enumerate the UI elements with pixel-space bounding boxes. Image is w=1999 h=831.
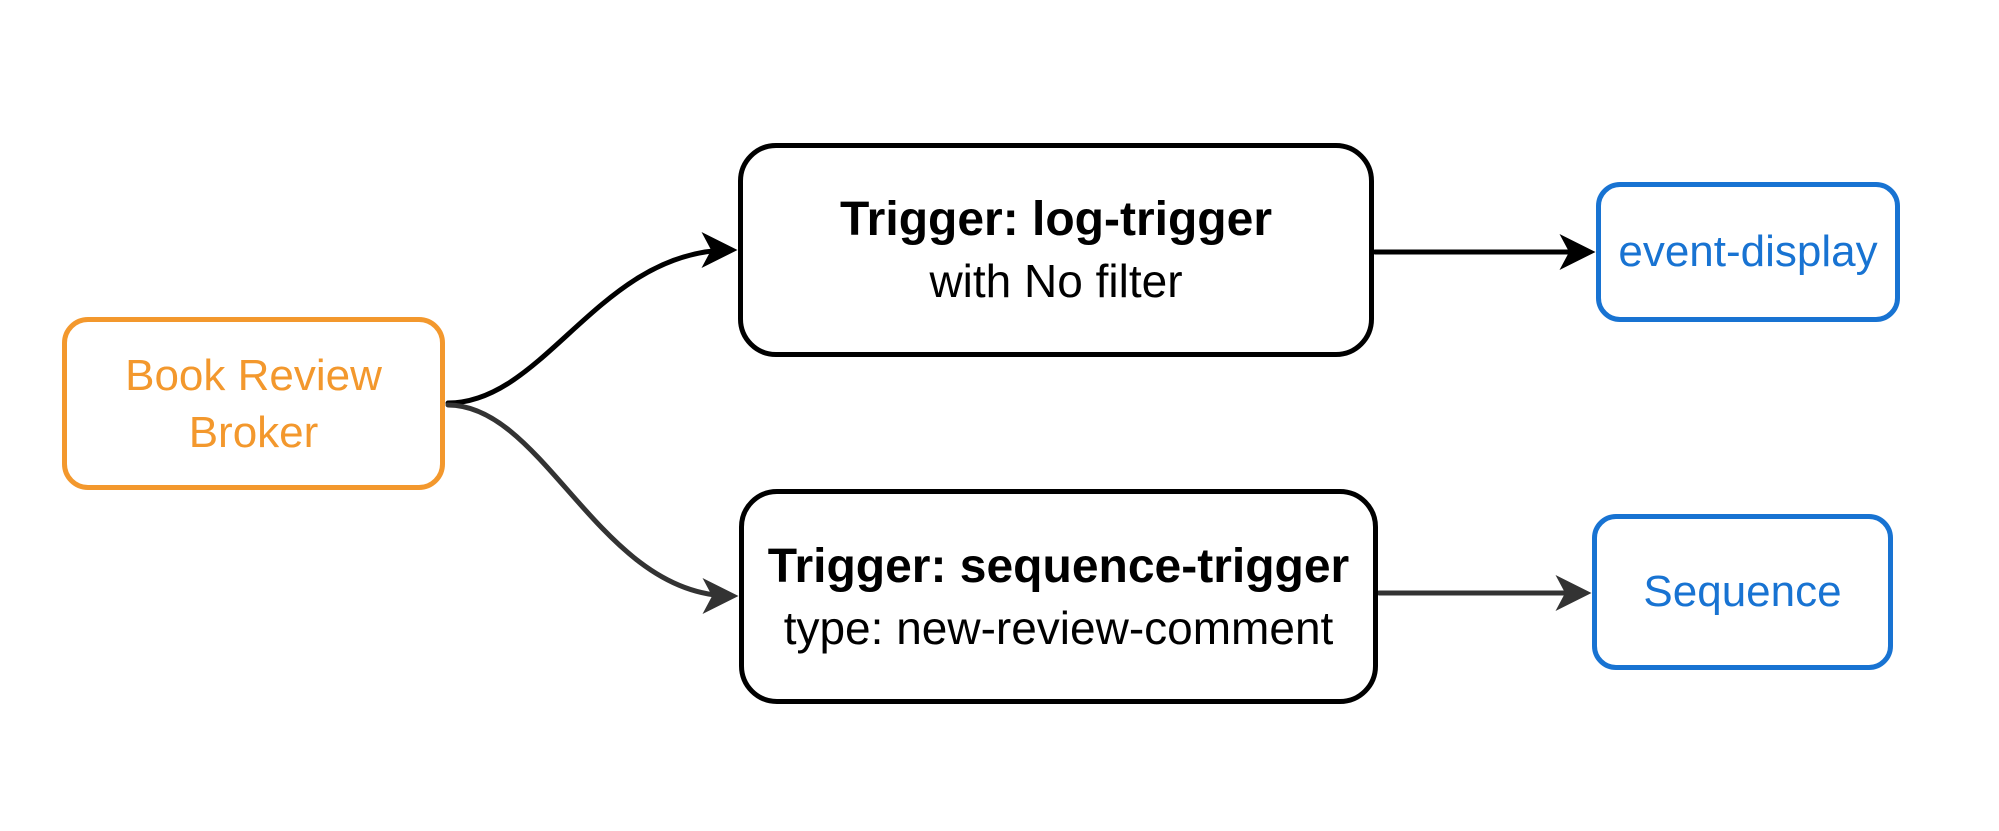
node-sequence: Sequence <box>1592 514 1893 670</box>
edge-broker-to-log-trigger <box>445 232 738 406</box>
trigger-sequence-title: Trigger: sequence-trigger <box>767 539 1350 593</box>
node-trigger-log: Trigger: log-trigger with No filter <box>738 143 1374 357</box>
sequence-label: Sequence <box>1643 567 1842 616</box>
trigger-log-subtitle: with No filter <box>929 255 1183 307</box>
event-display-label: event-display <box>1618 227 1878 276</box>
broker-label: Book Review Broker <box>125 350 382 457</box>
trigger-log-title: Trigger: log-trigger <box>840 193 1272 246</box>
node-book-review-broker: Book Review Broker <box>62 317 445 490</box>
node-trigger-sequence: Trigger: sequence-trigger type: new-revi… <box>739 489 1378 704</box>
edge-broker-to-sequence-trigger <box>445 402 739 614</box>
trigger-sequence-subtitle: type: new-review-comment <box>783 601 1334 654</box>
node-event-display: event-display <box>1596 182 1900 322</box>
